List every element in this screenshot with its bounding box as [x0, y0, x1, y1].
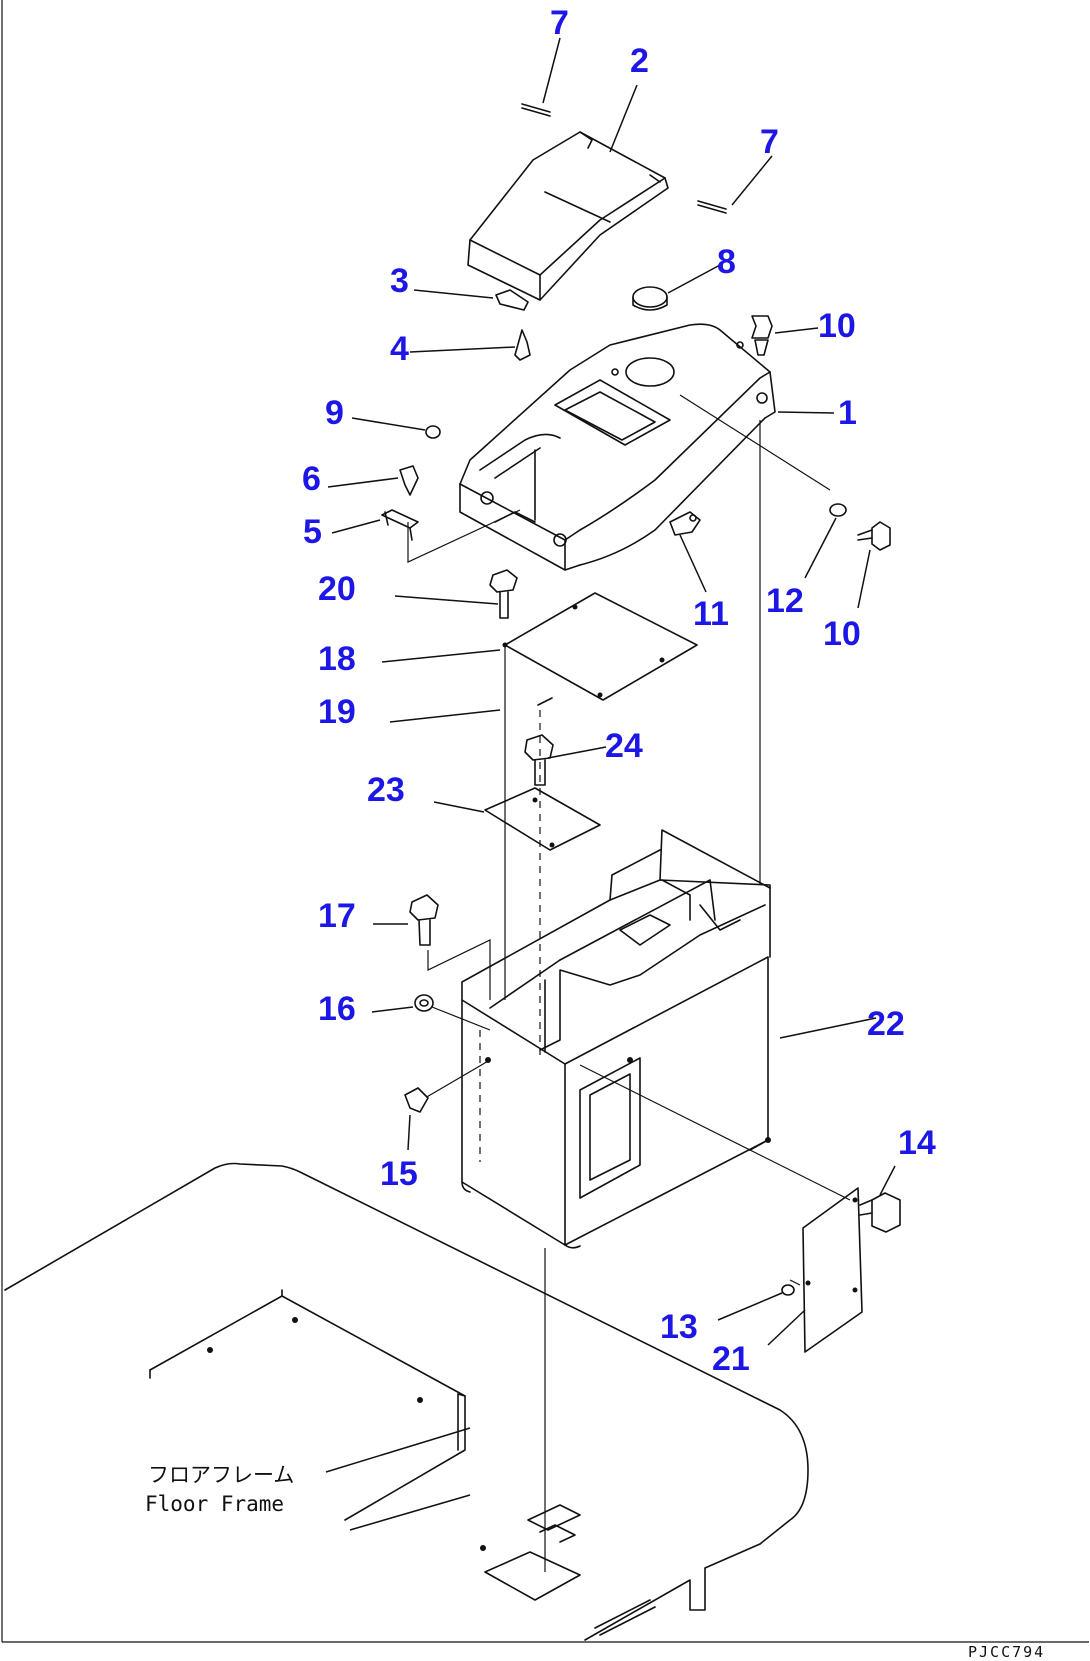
- callout-18: 18: [318, 640, 356, 678]
- callout-10b: 10: [823, 615, 861, 653]
- hardware-parts: [381, 103, 901, 1296]
- callout-12: 12: [766, 582, 804, 620]
- callout-6: 6: [302, 460, 321, 498]
- callout-5: 5: [303, 513, 322, 551]
- callout-numbers: 7 2 7 3 8 4 10 9 1 6 5 20 11 12 10 18 19…: [302, 4, 936, 1378]
- floor-frame-label-jp: フロアフレーム: [148, 1463, 294, 1487]
- callout-7a: 7: [550, 4, 569, 42]
- callout-2: 2: [630, 42, 649, 80]
- drawing-code: PJCC794: [968, 1643, 1045, 1661]
- callout-10a: 10: [818, 307, 856, 345]
- callout-4: 4: [390, 330, 409, 368]
- callout-3: 3: [390, 262, 409, 300]
- callout-9: 9: [325, 394, 344, 432]
- callout-15: 15: [380, 1155, 418, 1193]
- part-2-lid: [467, 131, 669, 301]
- callout-8: 8: [717, 243, 736, 281]
- callout-13: 13: [660, 1308, 698, 1346]
- callout-17: 17: [318, 897, 356, 935]
- callout-23: 23: [367, 771, 405, 809]
- callout-20: 20: [318, 570, 356, 608]
- leader-lines: [325, 37, 896, 1531]
- part-23-small-plate: [484, 787, 601, 851]
- part-21-side-plate: [802, 1187, 863, 1353]
- part-22-lower-box: [461, 829, 771, 1249]
- floor-frame-drawing: [4, 1162, 809, 1641]
- callout-24: 24: [605, 727, 643, 765]
- callout-7b: 7: [760, 123, 779, 161]
- callout-1: 1: [838, 394, 857, 432]
- part-18-plate: [502, 592, 698, 701]
- assembly-lines: [407, 394, 851, 1572]
- floor-frame-label-en: Floor Frame: [145, 1492, 284, 1516]
- callout-11: 11: [693, 595, 729, 633]
- callout-21: 21: [712, 1340, 750, 1378]
- callout-14: 14: [898, 1124, 936, 1162]
- callout-16: 16: [318, 990, 356, 1028]
- callout-22: 22: [867, 1005, 905, 1043]
- part-1-top-cover: [459, 323, 776, 571]
- callout-19: 19: [318, 693, 356, 731]
